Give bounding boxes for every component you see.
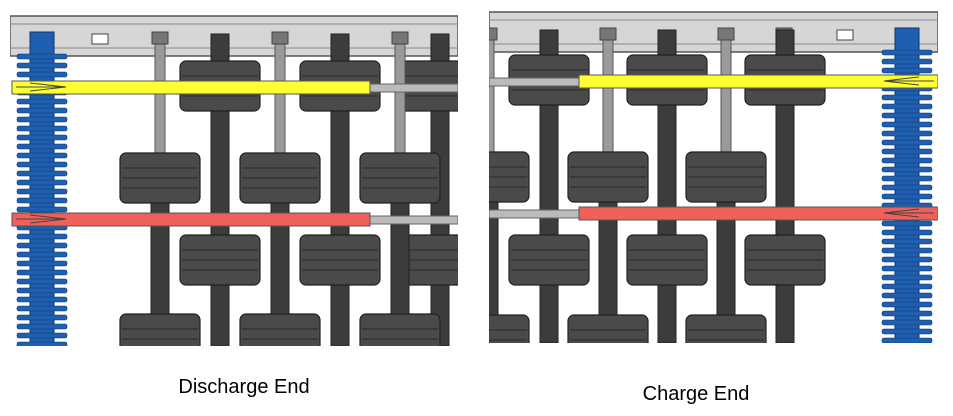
chain-tooth	[881, 166, 933, 173]
guide-rod	[369, 215, 459, 225]
chain-tooth	[881, 58, 933, 65]
chain-tooth	[881, 310, 933, 317]
chain-tooth	[16, 188, 68, 195]
chain-tooth	[16, 134, 68, 141]
rail	[9, 15, 459, 57]
rod	[394, 31, 406, 155]
roller	[567, 314, 649, 366]
chain-tooth	[16, 179, 68, 186]
chain-tooth	[16, 143, 68, 150]
chain-tooth	[881, 229, 933, 236]
chain-tooth	[881, 238, 933, 245]
chain-tooth	[881, 121, 933, 128]
roller	[448, 314, 530, 366]
discharge-end-image	[9, 14, 481, 365]
guide-rod	[488, 77, 580, 87]
chain-tooth	[881, 112, 933, 119]
probe-bar	[11, 212, 371, 227]
chain-tooth	[881, 148, 933, 155]
roller	[685, 314, 767, 366]
chain-tooth	[16, 62, 68, 69]
chain-tooth	[16, 287, 68, 294]
chain-tooth	[881, 337, 933, 344]
chain-tooth	[16, 323, 68, 330]
guide-rod	[488, 209, 580, 219]
chain-tooth	[16, 251, 68, 258]
chain-tooth	[16, 116, 68, 123]
probe-tip	[16, 214, 67, 224]
chain-tooth	[16, 152, 68, 159]
chain-tooth	[16, 233, 68, 240]
chain-tooth	[881, 256, 933, 263]
chain-tooth	[881, 157, 933, 164]
chain-tooth	[881, 328, 933, 335]
chain-tooth	[16, 314, 68, 321]
roller	[239, 313, 321, 365]
rail-slot	[836, 29, 854, 41]
chain-tooth	[881, 184, 933, 191]
roller	[119, 313, 201, 365]
chain-tooth	[16, 332, 68, 339]
discharge-end-caption: Discharge End	[178, 376, 310, 398]
rod-cap	[480, 27, 498, 41]
rod-cap	[391, 31, 409, 45]
chain-tooth	[881, 193, 933, 200]
chain-tooth	[881, 265, 933, 272]
chain-tooth	[881, 94, 933, 101]
probe-tip	[883, 76, 934, 86]
chain-tooth	[16, 278, 68, 285]
chain-tooth	[881, 319, 933, 326]
chain-tooth	[16, 161, 68, 168]
rail-slot	[91, 33, 109, 45]
chain-tooth	[16, 125, 68, 132]
rod-cap	[717, 27, 735, 41]
guide-rod	[369, 83, 459, 93]
chain-tooth	[16, 269, 68, 276]
chain-tooth	[881, 67, 933, 74]
chain-tooth	[16, 71, 68, 78]
chain-tooth	[16, 341, 68, 348]
chain-tooth	[16, 260, 68, 267]
chain-tooth	[881, 49, 933, 56]
chain-tooth	[16, 170, 68, 177]
chain-tooth	[16, 98, 68, 105]
chain-tooth	[881, 130, 933, 137]
charge-end-image	[448, 10, 939, 366]
charge-end-drawing	[448, 11, 939, 366]
roller	[359, 313, 441, 365]
rod-cap	[599, 27, 617, 41]
chain-tooth	[881, 103, 933, 110]
chain-tooth	[881, 247, 933, 254]
chain-tooth	[881, 301, 933, 308]
charge-end-caption: Charge End	[642, 383, 750, 405]
chain-tooth	[16, 197, 68, 204]
chain-tooth	[16, 296, 68, 303]
chain-tooth	[16, 206, 68, 213]
chain-tooth	[16, 242, 68, 249]
rod-cap	[151, 31, 169, 45]
discharge-end-drawing	[9, 15, 481, 365]
rail	[488, 11, 939, 53]
chain-tooth	[16, 53, 68, 60]
chain-tooth	[881, 283, 933, 290]
chain-tooth	[16, 305, 68, 312]
chain-tooth	[16, 107, 68, 114]
chain-tooth	[881, 139, 933, 146]
chain-tooth	[881, 220, 933, 227]
probe-tip	[883, 208, 934, 218]
chain-tooth	[881, 292, 933, 299]
probe-tip	[16, 82, 67, 92]
rod-cap	[271, 31, 289, 45]
chain-tooth	[881, 175, 933, 182]
chain-tooth	[881, 274, 933, 281]
probe-bar	[11, 80, 371, 95]
